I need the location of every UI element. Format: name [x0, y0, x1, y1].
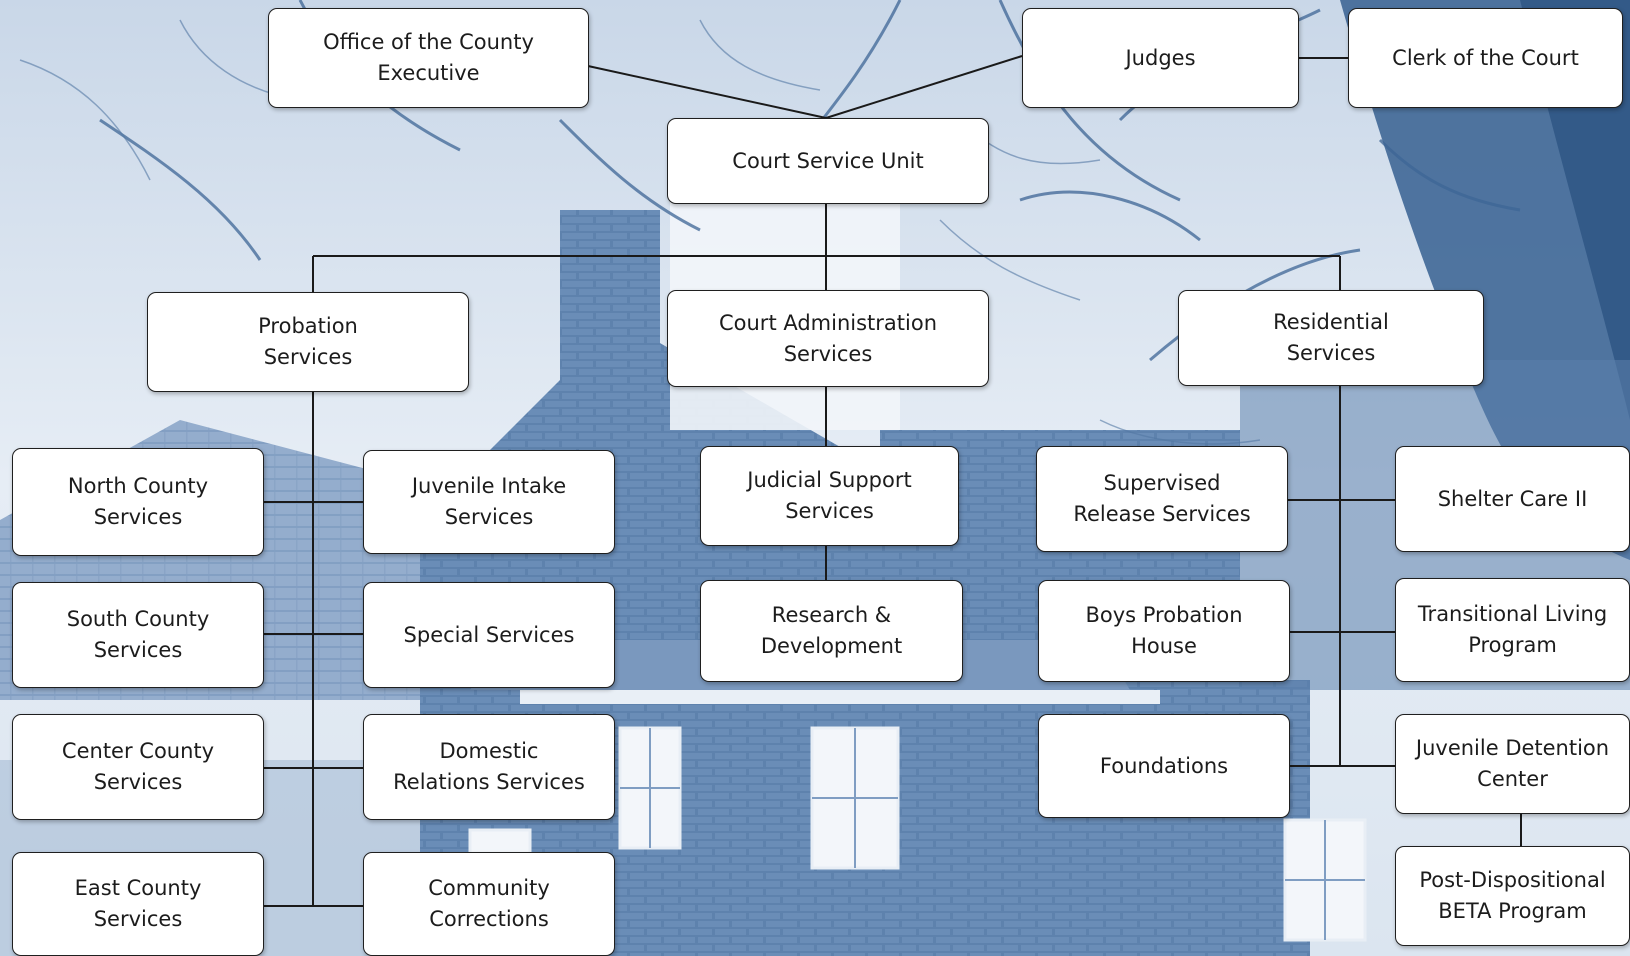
- node-special-services: Special Services: [363, 582, 615, 688]
- node-label: Office of the County Executive: [323, 30, 534, 85]
- node-label: Juvenile Detention Center: [1415, 736, 1610, 791]
- node-residential-services: Residential Services: [1178, 290, 1484, 386]
- node-domestic-relations-services: Domestic Relations Services: [363, 714, 615, 820]
- node-judicial-support-services: Judicial Support Services: [700, 446, 959, 546]
- node-juvenile-intake-services: Juvenile Intake Services: [363, 450, 615, 554]
- node-label: Boys Probation House: [1085, 603, 1243, 658]
- node-label: Judicial Support Services: [747, 468, 912, 523]
- node-court-service-unit: Court Service Unit: [667, 118, 989, 204]
- node-transitional-living-program: Transitional Living Program: [1395, 578, 1630, 682]
- node-label: Shelter Care II: [1437, 486, 1588, 511]
- node-label: Court Service Unit: [732, 148, 924, 173]
- node-label: Center County Services: [61, 739, 215, 794]
- node-center-county-services: Center County Services: [12, 714, 264, 820]
- node-label: Research & Development: [760, 603, 903, 658]
- node-east-county-services: East County Services: [12, 852, 264, 956]
- node-juvenile-detention-center: Juvenile Detention Center: [1395, 714, 1630, 814]
- node-community-corrections: Community Corrections: [363, 852, 615, 956]
- node-shelter-care-ii: Shelter Care II: [1395, 446, 1630, 552]
- node-label: South County Services: [66, 607, 210, 662]
- node-label: Probation Services: [258, 314, 358, 369]
- node-north-county-services: North County Services: [12, 448, 264, 556]
- node-research-development: Research & Development: [700, 580, 963, 682]
- node-label: Clerk of the Court: [1392, 45, 1579, 70]
- node-post-dispositional-beta-program: Post-Dispositional BETA Program: [1395, 846, 1630, 946]
- node-label: North County Services: [67, 474, 209, 529]
- node-label: Court Administration Services: [718, 310, 938, 366]
- node-label: Juvenile Intake Services: [411, 474, 567, 529]
- node-label: Special Services: [403, 622, 575, 647]
- node-label: Post-Dispositional BETA Program: [1419, 868, 1606, 923]
- node-label: Community Corrections: [428, 876, 550, 931]
- node-probation-services: Probation Services: [147, 292, 469, 392]
- node-clerk-of-court: Clerk of the Court: [1348, 8, 1623, 108]
- node-label: Foundations: [1099, 753, 1229, 778]
- node-court-administration-services: Court Administration Services: [667, 290, 989, 387]
- node-judges: Judges: [1022, 8, 1299, 108]
- node-label: Domestic Relations Services: [393, 739, 585, 794]
- node-label: Judges: [1125, 45, 1196, 70]
- node-label: Supervised Release Services: [1073, 471, 1251, 526]
- node-supervised-release-services: Supervised Release Services: [1036, 446, 1288, 552]
- connector-line: [587, 65, 827, 119]
- node-foundations: Foundations: [1038, 714, 1290, 818]
- node-label: Transitional Living Program: [1417, 602, 1608, 657]
- node-county-executive: Office of the County Executive: [268, 8, 589, 108]
- node-label: Residential Services: [1273, 310, 1389, 365]
- connector-line: [825, 55, 1023, 119]
- node-label: East County Services: [74, 876, 202, 931]
- node-boys-probation-house: Boys Probation House: [1038, 580, 1290, 682]
- node-south-county-services: South County Services: [12, 582, 264, 688]
